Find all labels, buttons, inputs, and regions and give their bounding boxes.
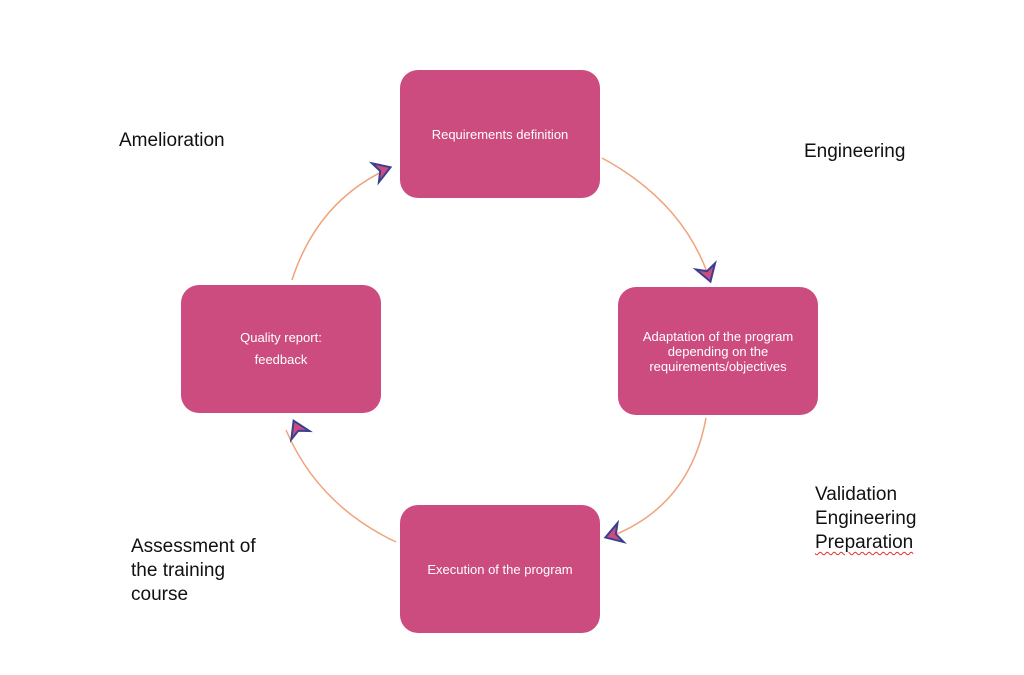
adaptation-line: requirements/objectives — [649, 358, 787, 374]
phase-assessment-line: the training — [131, 560, 226, 581]
requirements-definition-label: Requirements definition — [431, 126, 569, 142]
quality-report-box: Quality report: feedback — [181, 285, 381, 413]
quality-report-text: Quality report: feedback — [240, 327, 322, 371]
connector-requirements-to-adaptation — [601, 157, 708, 273]
connector-adaptation-to-execution — [611, 417, 707, 537]
phase-engineering: Engineering — [804, 141, 906, 162]
connector-execution-to-quality — [285, 429, 397, 543]
connectors — [285, 157, 708, 543]
arrowhead-to-execution — [603, 519, 627, 544]
phase-validation-line: Validation — [815, 484, 898, 505]
arrowhead-to-requirements — [368, 161, 393, 186]
phase-amelioration: Amelioration — [119, 130, 225, 151]
adaptation-box: Adaptation of the program depending on t… — [618, 287, 818, 415]
phase-assessment: Assessment of the training course — [131, 535, 256, 607]
quality-report-line: feedback — [254, 352, 308, 367]
phase-validation-line: Engineering — [815, 508, 917, 529]
arrowheads — [289, 161, 717, 544]
phase-assessment-line: Assessment of — [131, 536, 256, 557]
adaptation-line: depending on the — [667, 343, 769, 359]
execution-label: Execution of the program — [427, 561, 573, 577]
arrowhead-to-adaptation — [692, 260, 717, 284]
connector-quality-to-requirements — [291, 167, 391, 281]
phase-validation-line: Preparation — [815, 532, 914, 553]
phase-assessment-line: course — [131, 584, 189, 605]
requirements-definition-box: Requirements definition — [400, 70, 600, 198]
adaptation-text: Adaptation of the program depending on t… — [643, 329, 793, 374]
execution-box: Execution of the program — [400, 505, 600, 633]
quality-report-line: Quality report: — [240, 330, 322, 345]
arrowhead-to-quality — [289, 419, 313, 443]
phase-validation: Validation Engineering Preparation — [815, 483, 916, 555]
adaptation-line: Adaptation of the program — [642, 328, 794, 344]
